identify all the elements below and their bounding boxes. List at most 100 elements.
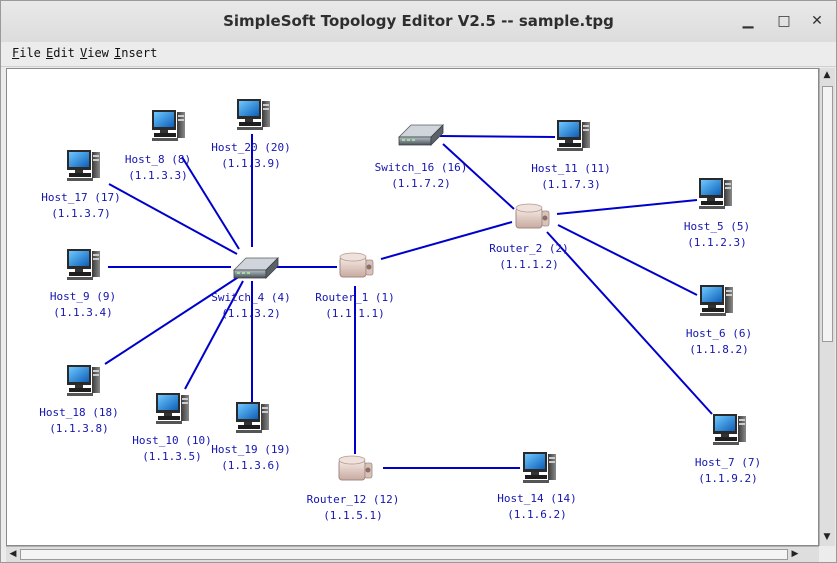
- host-icon[interactable]: [152, 110, 185, 141]
- node-name-label: Host_10 (10): [132, 434, 211, 447]
- link-line[interactable]: [181, 156, 240, 250]
- node-host-20[interactable]: Host_20 (20) (1.1.3.9): [211, 99, 291, 170]
- node-name-label: Router_1 (1): [315, 291, 394, 304]
- host-icon[interactable]: [237, 99, 270, 130]
- node-ip-label: (1.1.9.2): [698, 472, 758, 485]
- node-router-12[interactable]: Router_12 (12) (1.1.5.1): [307, 455, 400, 522]
- node-ip-label: (1.1.3.9): [221, 157, 281, 170]
- node-ip-label: (1.1.3.5): [142, 450, 202, 463]
- scroll-left-button[interactable]: ◀: [9, 549, 17, 559]
- link-line[interactable]: [546, 231, 713, 415]
- link-line[interactable]: [184, 280, 244, 390]
- close-button[interactable]: ✕: [811, 13, 823, 29]
- node-name-label: Host_14 (14): [497, 492, 576, 505]
- link-line[interactable]: [104, 275, 241, 365]
- node-router-1[interactable]: Router_1 (1)(1.1.1.1): [315, 252, 395, 320]
- window-title: SimpleSoft Topology Editor V2.5 -- sampl…: [223, 12, 614, 30]
- node-host-8[interactable]: Host_8 (8)(1.1.3.3): [125, 110, 191, 182]
- menu-insert-label: nsert: [121, 46, 158, 60]
- horizontal-scrollbar[interactable]: ◀ ▶: [6, 546, 819, 562]
- node-host-17[interactable]: Host_17 (17) (1.1.3.7): [41, 150, 121, 220]
- node-ip-label: (1.1.3.3): [128, 169, 188, 182]
- maximize-button[interactable]: □: [777, 13, 791, 29]
- menu-view[interactable]: View: [80, 46, 109, 60]
- node-router-2[interactable]: Router_2 (2)(1.1.1.2): [489, 203, 569, 271]
- node-name-label: Host_19 (19): [211, 443, 290, 456]
- node-host-10[interactable]: Host_10 (10) (1.1.3.5): [132, 393, 212, 463]
- node-name-label: Host_6 (6): [686, 327, 752, 340]
- topology-canvas[interactable]: Host_8 (8)(1.1.3.3) Host_20 (20) (1.1.3.9)…: [6, 68, 819, 546]
- topology-drawing[interactable]: Host_8 (8)(1.1.3.3) Host_20 (20) (1.1.3.9)…: [7, 69, 818, 545]
- node-host-9[interactable]: Host_9 (9) (1.1.3.4): [50, 249, 116, 319]
- node-name-label: Host_9 (9): [50, 290, 116, 303]
- link-line[interactable]: [442, 143, 515, 210]
- node-name-label: Host_17 (17): [41, 191, 120, 204]
- host-icon[interactable]: [236, 402, 269, 433]
- node-name-label: Host_20 (20): [211, 141, 290, 154]
- node-ip-label: (1.1.7.3): [541, 178, 601, 191]
- horizontal-scroll-thumb[interactable]: [20, 549, 788, 560]
- node-host-5[interactable]: Host_5 (5) (1.1.2.3): [684, 178, 750, 249]
- node-ip-label: (1.1.2.3): [687, 236, 747, 249]
- node-name-label: Host_5 (5): [684, 220, 750, 233]
- host-icon[interactable]: [557, 120, 590, 151]
- host-icon[interactable]: [713, 414, 746, 445]
- link-line[interactable]: [108, 183, 238, 255]
- node-ip-label: (1.1.6.2): [507, 508, 567, 521]
- link-line[interactable]: [557, 224, 698, 296]
- node-ip-label: (1.1.3.7): [51, 207, 111, 220]
- node-ip-label: (1.1.8.2): [689, 343, 749, 356]
- vertical-scroll-thumb[interactable]: [822, 86, 833, 342]
- menu-file-label: ile: [19, 46, 41, 60]
- scroll-down-button[interactable]: ▼: [823, 532, 831, 542]
- node-layer: Host_8 (8)(1.1.3.3) Host_20 (20) (1.1.3.9)…: [39, 99, 761, 522]
- vertical-scrollbar[interactable]: ▲ ▼: [819, 68, 835, 546]
- router-icon[interactable]: [338, 455, 373, 481]
- switch-icon[interactable]: [233, 257, 279, 279]
- host-icon[interactable]: [699, 178, 732, 209]
- node-host-11[interactable]: Host_11 (11)(1.1.7.3): [531, 120, 611, 191]
- menu-edit[interactable]: Edit: [46, 46, 75, 60]
- router-icon[interactable]: [515, 203, 550, 229]
- menu-file-mnemonic: F: [12, 46, 20, 60]
- node-name-label: Switch_4 (4): [211, 291, 290, 304]
- link-line[interactable]: [439, 135, 556, 138]
- menu-insert[interactable]: Insert: [114, 46, 157, 60]
- node-name-label: Switch_16 (16): [375, 161, 468, 174]
- host-icon[interactable]: [67, 150, 100, 181]
- node-switch-16[interactable]: Switch_16 (16)(1.1.7.2): [375, 124, 468, 190]
- node-ip-label: (1.1.5.1): [323, 509, 383, 522]
- host-icon[interactable]: [523, 452, 556, 483]
- link-line[interactable]: [380, 221, 513, 260]
- node-host-18[interactable]: Host_18 (18)(1.1.3.8): [39, 365, 119, 435]
- menu-file[interactable]: File: [12, 46, 41, 60]
- node-host-7[interactable]: Host_7 (7) (1.1.9.2): [695, 414, 761, 485]
- link-line[interactable]: [556, 199, 698, 215]
- node-switch-4[interactable]: Switch_4 (4) (1.1.3.2): [211, 257, 291, 320]
- node-host-19[interactable]: Host_19 (19)(1.1.3.6): [211, 402, 291, 472]
- link-layer: [104, 134, 713, 469]
- node-name-label: Router_2 (2): [489, 242, 568, 255]
- menu-insert-mnemonic: I: [114, 46, 122, 60]
- node-host-6[interactable]: Host_6 (6) (1.1.8.2): [686, 285, 752, 356]
- menu-view-label: iew: [87, 46, 109, 60]
- switch-icon[interactable]: [398, 124, 444, 146]
- node-ip-label: (1.1.3.2): [221, 307, 281, 320]
- host-icon[interactable]: [156, 393, 189, 424]
- scroll-up-button[interactable]: ▲: [823, 70, 831, 80]
- minimize-button[interactable]: ▁: [742, 13, 754, 29]
- host-icon[interactable]: [67, 365, 100, 396]
- menu-view-mnemonic: V: [80, 46, 88, 60]
- host-icon[interactable]: [67, 249, 100, 280]
- node-name-label: Host_7 (7): [695, 456, 761, 469]
- node-host-14[interactable]: Host_14 (14) (1.1.6.2): [497, 452, 577, 521]
- title-bar[interactable]: SimpleSoft Topology Editor V2.5 -- sampl…: [1, 1, 836, 43]
- scroll-right-button[interactable]: ▶: [791, 549, 799, 559]
- node-name-label: Router_12 (12): [307, 493, 400, 506]
- menu-edit-mnemonic: E: [46, 46, 54, 60]
- menu-edit-label: dit: [53, 46, 75, 60]
- node-ip-label: (1.1.3.4): [53, 306, 113, 319]
- host-icon[interactable]: [700, 285, 733, 316]
- router-icon[interactable]: [339, 252, 374, 278]
